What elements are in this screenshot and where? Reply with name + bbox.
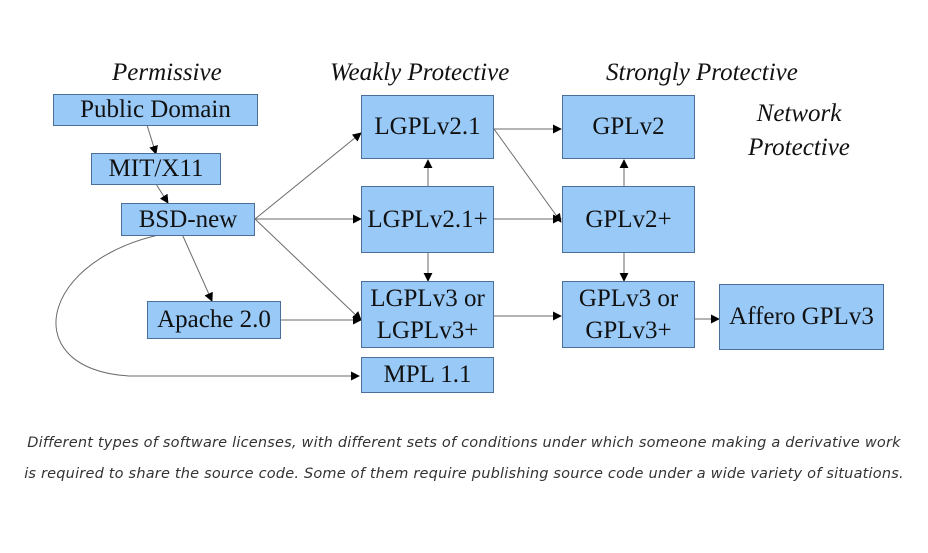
node-affero-gplv3: Affero GPLv3 [719, 284, 884, 350]
node-lgpl21plus-label: LGPLv2.1+ [367, 205, 488, 233]
edge-bsd-to-lgpl21 [254, 132, 362, 220]
node-mpl: MPL 1.1 [361, 357, 494, 393]
node-public-domain-label: Public Domain [80, 96, 231, 124]
node-gpl3-line1: GPLv3 or [578, 285, 679, 313]
node-gpl3-line2: GPLv3+ [585, 316, 672, 344]
node-gplv2-plus: GPLv2+ [562, 186, 695, 253]
edge-bsd-to-lgpl3 [254, 218, 362, 321]
node-apache-label: Apache 2.0 [157, 306, 271, 334]
edge-lgpl21-to-gpl2plus [493, 128, 562, 223]
node-gplv3: GPLv3 or GPLv3+ [562, 281, 695, 348]
node-mpl-label: MPL 1.1 [383, 361, 472, 389]
node-mit-x11: MIT/X11 [91, 153, 221, 185]
node-affero-label: Affero GPLv3 [729, 303, 874, 331]
edge-bsd-to-apache [181, 233, 213, 302]
category-network-line2: Protective [748, 134, 850, 161]
node-lgplv2-1-plus: LGPLv2.1+ [361, 186, 494, 253]
diagram-edges [55, 124, 720, 381]
node-bsd-label: BSD-new [138, 205, 238, 233]
node-lgpl3-line1: LGPLv3 or [370, 285, 485, 313]
node-apache: Apache 2.0 [147, 301, 281, 339]
node-bsd-new: BSD-new [121, 203, 255, 236]
node-lgpl3-line2: LGPLv3+ [376, 316, 479, 344]
category-network-line1: Network [756, 100, 842, 127]
node-lgplv2-1: LGPLv2.1 [361, 95, 494, 159]
node-lgpl21-label: LGPLv2.1 [374, 113, 481, 141]
edge-bsd-to-mpl [55, 229, 360, 381]
edge-public-domain-to-mit [146, 124, 158, 155]
license-compatibility-diagram: Permissive Weakly Protective Strongly Pr… [53, 59, 884, 393]
figure-caption: Different types of software licenses, wi… [24, 435, 904, 482]
category-permissive: Permissive [112, 59, 222, 86]
node-mit-label: MIT/X11 [108, 155, 204, 183]
category-weakly-protective: Weakly Protective [330, 59, 510, 86]
category-strongly-protective: Strongly Protective [606, 59, 798, 86]
node-gpl2-label: GPLv2 [592, 113, 665, 141]
category-network-protective: Network Protective [740, 99, 858, 163]
node-public-domain: Public Domain [53, 94, 258, 126]
edge-mit-to-bsd [155, 183, 169, 204]
node-lgplv3: LGPLv3 or LGPLv3+ [361, 281, 494, 348]
node-gpl2plus-label: GPLv2+ [585, 205, 672, 233]
node-gplv2: GPLv2 [562, 95, 695, 159]
